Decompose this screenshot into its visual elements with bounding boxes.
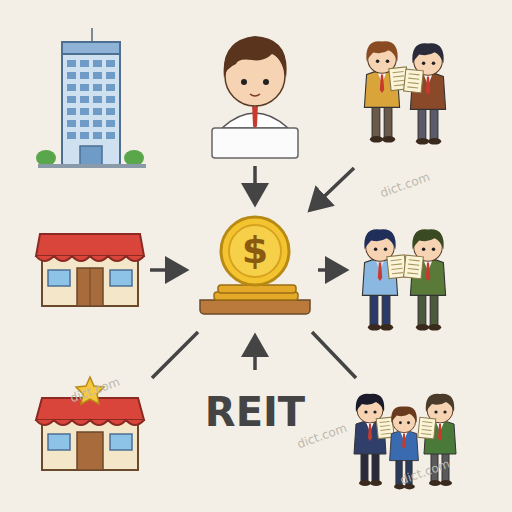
office-building: [36, 28, 146, 168]
person: [362, 229, 406, 330]
diagram-label: REIT: [205, 389, 305, 435]
coin-stack: [200, 217, 310, 314]
person: [404, 43, 446, 144]
investor-at-desk: [212, 36, 298, 158]
flow-arrows: [150, 166, 356, 378]
person: [354, 394, 394, 486]
shop: [36, 234, 144, 306]
person: [364, 41, 408, 142]
watermark: dict.com: [378, 170, 431, 201]
person: [404, 229, 446, 330]
currency-symbol: $: [242, 228, 268, 272]
